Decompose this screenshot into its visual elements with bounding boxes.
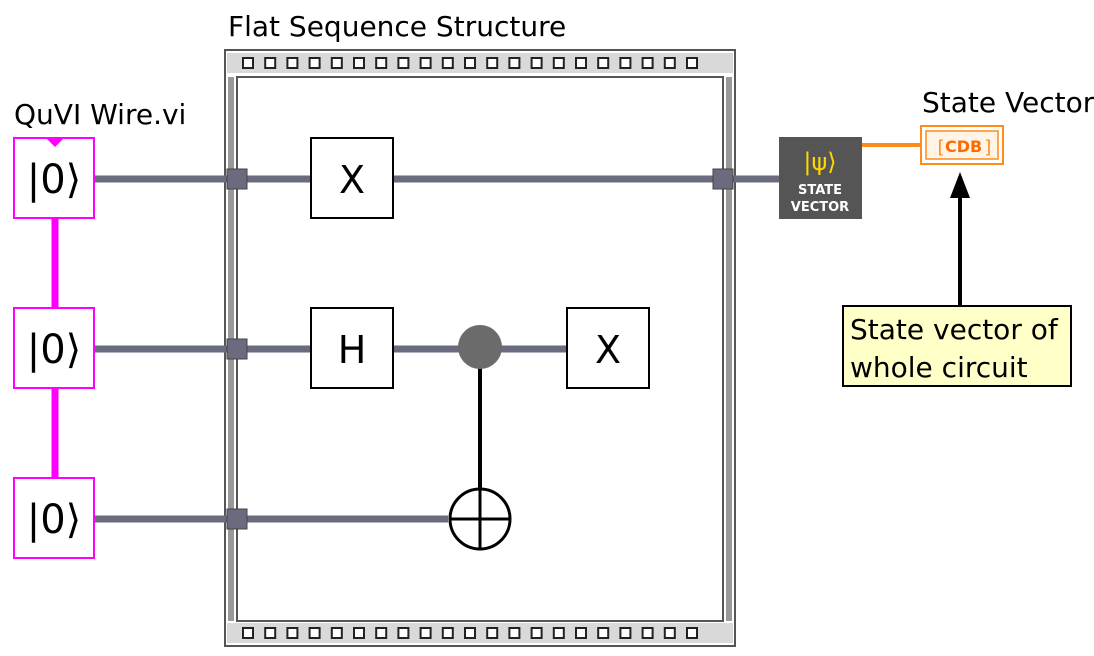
film-perforation bbox=[508, 57, 521, 69]
qubit-init-q2[interactable]: |0⟩ bbox=[13, 477, 95, 559]
node-text-line1: STATE bbox=[798, 183, 842, 198]
film-perforation bbox=[419, 57, 432, 69]
array-bracket-icon: [ bbox=[935, 137, 946, 158]
film-perforation bbox=[308, 57, 321, 69]
film-perforation bbox=[641, 627, 654, 639]
film-perforation bbox=[552, 57, 565, 69]
film-strip-top bbox=[227, 53, 733, 73]
control-dot-icon bbox=[458, 325, 502, 369]
film-perforation bbox=[530, 57, 543, 69]
indicator-type: CDB bbox=[945, 137, 982, 156]
film-perforation bbox=[286, 57, 299, 69]
h-gate-q1-label: H bbox=[338, 328, 367, 372]
tunnel-in-q0[interactable] bbox=[226, 168, 248, 190]
film-perforation bbox=[486, 57, 499, 69]
film-perforation bbox=[375, 627, 388, 639]
state-vector-indicator[interactable]: [ CDB ] bbox=[920, 125, 1004, 165]
film-perforation bbox=[242, 627, 254, 639]
x-gate-q0[interactable]: X bbox=[310, 137, 394, 219]
state-vector-label: State Vector bbox=[922, 86, 1094, 119]
comment-line-1: State vector of bbox=[850, 313, 1058, 346]
film-perforation bbox=[464, 627, 476, 639]
qubit-state-q0: |0⟩ bbox=[27, 157, 82, 203]
film-perforation bbox=[330, 57, 343, 69]
film-perforation bbox=[486, 627, 499, 639]
film-perforation bbox=[308, 627, 321, 639]
qubit-wire-label: QuVI Wire.vi bbox=[14, 98, 187, 131]
film-perforation bbox=[242, 57, 254, 69]
film-perforation bbox=[552, 627, 565, 639]
comment-box[interactable]: State vector of whole circuit bbox=[842, 305, 1072, 387]
x-gate-q1-label: X bbox=[595, 328, 621, 372]
state-vector-node[interactable]: |ψ⟩ STATE VECTOR bbox=[779, 137, 862, 219]
film-perforation bbox=[619, 57, 632, 69]
x-gate-q0-label: X bbox=[339, 158, 365, 202]
film-perforation bbox=[686, 627, 698, 639]
cnot-gate[interactable] bbox=[448, 325, 512, 551]
arrow-icon bbox=[950, 172, 970, 305]
film-perforation bbox=[663, 627, 676, 639]
qubit-state-q1: |0⟩ bbox=[27, 327, 82, 373]
film-strip-bottom bbox=[227, 623, 733, 643]
film-perforation bbox=[575, 57, 587, 69]
structure-label: Flat Sequence Structure bbox=[228, 10, 567, 43]
film-perforation bbox=[441, 57, 454, 69]
film-perforation bbox=[686, 57, 698, 69]
array-bracket-close-icon: ] bbox=[983, 137, 994, 158]
film-perforation bbox=[575, 627, 587, 639]
film-perforation bbox=[286, 627, 299, 639]
film-perforation bbox=[663, 57, 676, 69]
film-perforation bbox=[397, 627, 410, 639]
comment-line-2: whole circuit bbox=[850, 351, 1028, 384]
tunnel-in-q1[interactable] bbox=[226, 338, 248, 360]
film-perforation bbox=[330, 627, 343, 639]
film-perforation bbox=[375, 57, 388, 69]
film-perforation bbox=[597, 627, 610, 639]
film-strip-band bbox=[227, 53, 733, 73]
film-perforation bbox=[464, 57, 476, 69]
film-strip-band bbox=[227, 623, 733, 643]
tunnel-out-q0[interactable] bbox=[712, 168, 734, 190]
film-perforation bbox=[264, 57, 277, 69]
connector-pane-icon bbox=[45, 137, 65, 147]
h-gate-q1[interactable]: H bbox=[310, 307, 394, 389]
film-perforation bbox=[353, 627, 365, 639]
tunnel-in-q2[interactable] bbox=[226, 508, 248, 530]
film-perforation bbox=[597, 57, 610, 69]
film-perforation bbox=[641, 57, 654, 69]
film-perforation bbox=[264, 627, 277, 639]
film-perforation bbox=[619, 627, 632, 639]
qubit-init-q0[interactable]: |0⟩ bbox=[13, 137, 95, 219]
qubit-state-q2: |0⟩ bbox=[27, 497, 82, 543]
node-text-line2: VECTOR bbox=[791, 200, 849, 215]
film-perforation bbox=[441, 627, 454, 639]
film-perforation bbox=[530, 627, 543, 639]
film-perforation bbox=[353, 57, 365, 69]
x-gate-q1[interactable]: X bbox=[566, 307, 650, 389]
psi-symbol: |ψ⟩ bbox=[803, 148, 836, 176]
film-perforation bbox=[419, 627, 432, 639]
film-perforation bbox=[397, 57, 410, 69]
target-plus-icon bbox=[448, 487, 512, 551]
film-perforation bbox=[508, 627, 521, 639]
qubit-init-q1[interactable]: |0⟩ bbox=[13, 307, 95, 389]
